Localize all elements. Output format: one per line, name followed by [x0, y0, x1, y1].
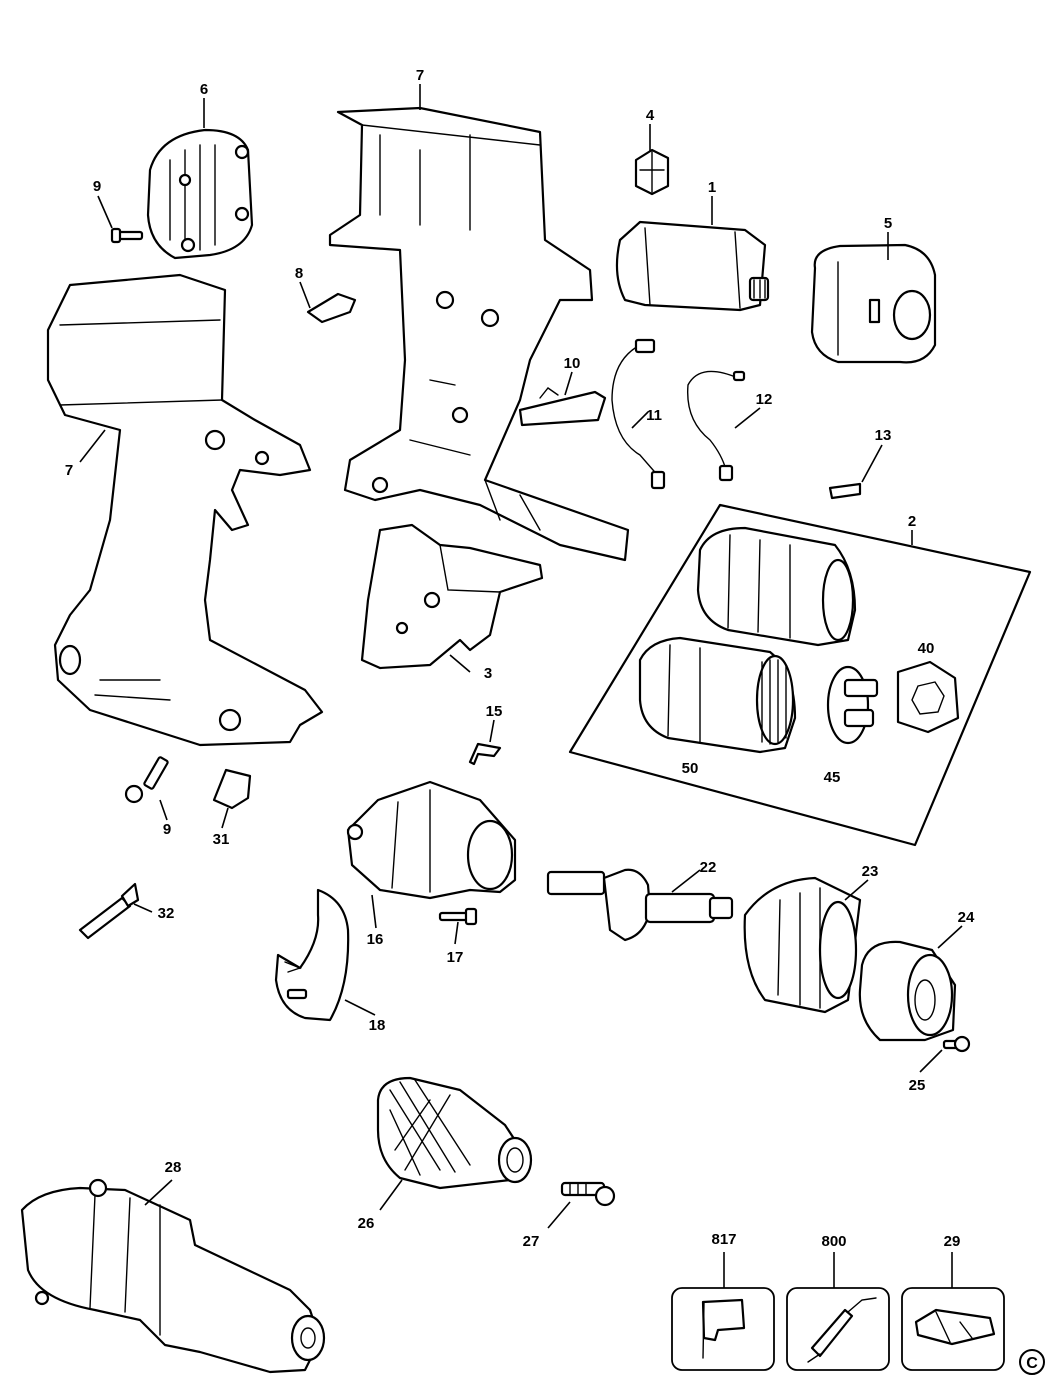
part-23-clutch-ring — [743, 876, 862, 1014]
label-25: 25 — [909, 1077, 926, 1094]
label-50: 50 — [682, 760, 699, 777]
label-4: 4 — [646, 107, 655, 124]
part-26-chuck — [376, 1076, 533, 1190]
part-7-housing-right — [328, 106, 630, 562]
label-27: 27 — [523, 1233, 540, 1250]
label-29: 29 — [944, 1233, 961, 1250]
label-11: 11 — [646, 407, 662, 424]
copyright-mark: C — [1019, 1349, 1045, 1375]
box-817-label-sheet — [671, 1287, 775, 1371]
label-3: 3 — [484, 665, 492, 682]
part-50-gearbox-housing — [638, 636, 797, 754]
part-24-collar — [858, 940, 957, 1042]
part-8-button — [306, 292, 357, 324]
part-16-clutch-housing — [346, 780, 517, 900]
label-5: 5 — [884, 215, 892, 232]
part-10-cover — [518, 387, 607, 427]
label-817: 817 — [711, 1231, 736, 1248]
part-labels: 7 6 4 1 5 9 8 10 11 12 7 13 2 3 40 15 50… — [65, 67, 975, 1250]
label-6: 6 — [200, 81, 208, 98]
label-23: 23 — [862, 863, 879, 880]
part-5-ring-gear-housing — [810, 243, 937, 364]
part-7-housing-left — [46, 273, 324, 747]
label-18: 18 — [369, 1017, 386, 1034]
label-28: 28 — [165, 1159, 182, 1176]
label-9-lower: 9 — [163, 821, 171, 838]
part-9-screw-upper — [110, 227, 144, 244]
part-17-screw — [438, 907, 478, 926]
label-7-top: 7 — [416, 67, 424, 84]
part-12-wire — [686, 370, 746, 482]
part-1-motor — [615, 220, 770, 312]
label-800: 800 — [821, 1233, 846, 1250]
label-16: 16 — [367, 931, 384, 948]
label-1: 1 — [708, 179, 716, 196]
label-24: 24 — [958, 909, 975, 926]
part-4-clip — [634, 148, 670, 196]
label-8: 8 — [295, 265, 303, 282]
label-9-upper: 9 — [93, 178, 101, 195]
box-29-belt-clip — [901, 1287, 1005, 1371]
label-45: 45 — [824, 769, 841, 786]
label-12: 12 — [756, 391, 773, 408]
label-13: 13 — [875, 427, 892, 444]
part-25-screw — [942, 1035, 971, 1053]
label-10: 10 — [564, 355, 581, 372]
label-7-left: 7 — [65, 462, 73, 479]
part-13-clip — [828, 482, 862, 500]
part-18-band — [274, 888, 350, 1022]
part-32-bit — [78, 882, 140, 940]
label-32: 32 — [158, 905, 175, 922]
part-9-screw-lower — [124, 756, 169, 804]
part-11-wire — [611, 338, 666, 490]
part-40-hex-nut — [896, 660, 960, 734]
part-2-assembly-panel — [568, 503, 1032, 847]
label-17: 17 — [447, 949, 464, 966]
label-15: 15 — [486, 703, 503, 720]
label-22: 22 — [700, 859, 717, 876]
part-22-spindle — [546, 868, 734, 942]
part-15-clip — [468, 742, 502, 766]
label-40: 40 — [918, 640, 935, 657]
box-800-grease-tube — [786, 1287, 890, 1371]
label-26: 26 — [358, 1215, 375, 1232]
label-31: 31 — [213, 831, 230, 848]
label-2: 2 — [908, 513, 916, 530]
part-31-clip — [212, 768, 252, 810]
copyright-letter: C — [1026, 1355, 1038, 1372]
part-2-gearbox-assembled — [696, 526, 857, 647]
part-3-switch — [360, 523, 544, 670]
part-6-end-cap — [146, 128, 254, 260]
part-28-front-assembly — [20, 1178, 326, 1374]
part-45-carrier — [826, 665, 879, 745]
part-27-screw — [560, 1181, 616, 1207]
